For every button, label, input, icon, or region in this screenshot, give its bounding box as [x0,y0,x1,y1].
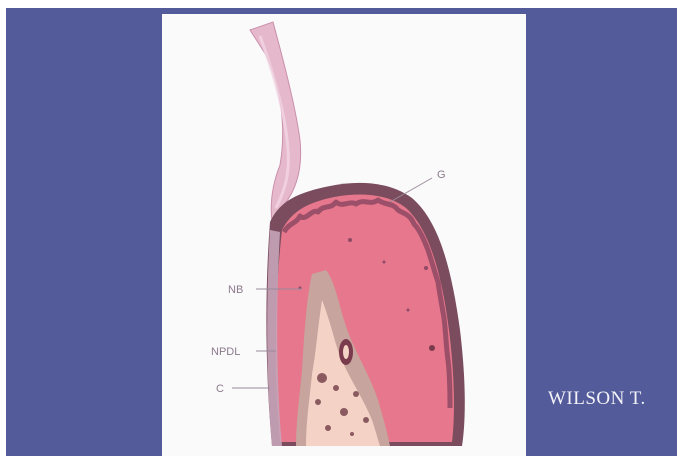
author-credit: WILSON T. [548,388,646,410]
marrow-space [325,425,331,431]
marrow-space [317,373,327,383]
marrow-space [350,432,354,436]
marrow-space [333,385,339,391]
marrow-space [363,417,369,423]
cell-dot [424,266,428,270]
marrow-space [353,391,359,397]
cell-dot [348,238,352,242]
label-c: C [216,383,224,395]
cuticle-strip [250,22,301,222]
cell-dot [429,345,435,351]
label-g: G [437,169,446,181]
marrow-space [315,399,321,405]
marrow-space [343,345,349,359]
label-npdl: NPDL [211,346,240,358]
marrow-space [340,408,348,416]
cell-dot [383,261,386,264]
cell-dot [407,309,410,312]
label-nb: NB [228,284,243,296]
